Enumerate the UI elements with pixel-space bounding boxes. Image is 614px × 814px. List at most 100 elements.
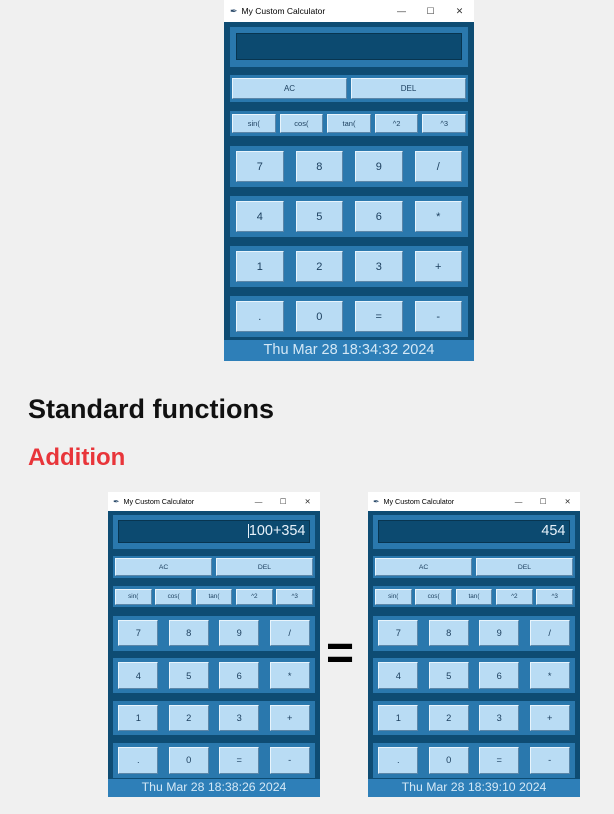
key-button[interactable]: tan( [327,114,371,133]
key-button[interactable]: = [479,747,520,774]
del-button[interactable]: DEL [475,558,574,576]
key-button[interactable]: 5 [428,662,469,689]
key-button[interactable]: + [414,251,462,282]
key-button[interactable]: cos( [155,588,193,605]
key-button[interactable]: * [414,201,462,232]
key-button[interactable]: + [529,704,570,732]
key-button[interactable]: / [529,620,570,647]
maximize-button[interactable]: ☐ [279,496,287,506]
section-heading: Standard functions [28,394,275,424]
button-row-panel: sin(cos(tan(^2^3 [113,586,315,608]
display-value: 454 [541,522,566,539]
close-button[interactable]: ✕ [564,496,571,506]
display-value: 100+354 [248,522,306,539]
key-button[interactable]: * [529,662,570,689]
maximize-button[interactable]: ☐ [426,5,435,16]
key-button[interactable]: / [414,151,462,182]
key-button[interactable]: 4 [378,662,419,689]
key-button[interactable]: 8 [295,151,343,182]
key-button[interactable]: 3 [479,704,520,732]
maximize-button[interactable]: ☐ [539,496,547,506]
key-button[interactable]: - [529,747,570,774]
key-button[interactable]: - [414,301,462,332]
key-button[interactable]: 8 [428,620,469,647]
key-button[interactable]: / [269,620,310,647]
button-row-panel: . 0 =- [373,743,575,778]
key-button[interactable]: 0 [428,747,469,774]
date-time-label: Thu Mar 28 18:34:32 2024 [224,340,474,361]
key-button[interactable]: 6 [219,662,260,689]
key-button[interactable]: ^2 [374,114,419,133]
key-button[interactable]: 6 [479,662,520,689]
key-button[interactable]: = [355,301,403,332]
equals-sign: = [326,627,355,680]
key-button[interactable]: ^3 [276,588,314,605]
ac-button[interactable]: AC [374,558,473,576]
close-button[interactable]: ✕ [455,5,464,16]
minimize-button[interactable]: — [514,496,523,506]
key-button[interactable]: 3 [355,251,403,282]
key-button[interactable]: + [269,704,310,732]
close-button[interactable]: ✕ [304,496,311,506]
title-bar: ✒My Custom Calculator—☐✕ [108,492,320,511]
display-field[interactable]: 454 [378,519,570,543]
key-button[interactable]: 9 [355,151,403,182]
key-button[interactable]: sin( [232,114,276,133]
key-button[interactable]: * [269,662,310,689]
key-button[interactable]: ^2 [495,588,533,605]
display-field[interactable] [236,33,462,60]
key-button[interactable]: 9 [479,620,520,647]
ac-button[interactable]: AC [232,78,347,99]
key-button[interactable]: tan( [455,588,493,605]
key-button[interactable]: 4 [236,201,284,232]
key-button[interactable]: ^3 [422,114,466,133]
minimize-button[interactable]: — [397,6,406,16]
key-button[interactable]: - [269,747,310,774]
key-button[interactable]: 7 [118,620,159,647]
key-button[interactable]: 8 [168,620,209,647]
date-time-label: Thu Mar 28 18:39:10 2024 [368,779,580,797]
key-button[interactable]: 6 [355,201,403,232]
key-button[interactable]: 5 [295,201,343,232]
key-button[interactable]: 2 [168,704,209,732]
minimize-button[interactable]: — [254,496,263,506]
key-button[interactable]: 7 [236,151,284,182]
key-button[interactable]: 1 [118,704,159,732]
key-button[interactable]: . [378,747,419,774]
key-button[interactable]: 3 [219,704,260,732]
key-button[interactable]: = [219,747,260,774]
key-button[interactable]: 0 [295,301,343,332]
key-button[interactable]: 1 [378,704,419,732]
key-button[interactable]: 2 [428,704,469,732]
key-button[interactable]: 7 [378,620,419,647]
key-button[interactable]: 1 [236,251,284,282]
key-button[interactable]: ^2 [235,588,273,605]
key-button[interactable]: cos( [279,114,324,133]
key-button[interactable]: 4 [118,662,159,689]
window-title: My Custom Calculator [383,496,455,506]
key-button[interactable]: . [118,747,159,774]
key-button[interactable]: tan( [195,588,233,605]
del-button[interactable]: DEL [351,78,466,99]
key-button[interactable]: cos( [415,588,453,605]
section-subheading: Addition [28,444,126,471]
button-row-panel: sin(cos(tan(^2^3 [373,586,575,608]
key-button[interactable]: sin( [114,588,152,605]
key-button[interactable]: 9 [219,620,260,647]
key-button[interactable]: 0 [168,747,209,774]
ac-button[interactable]: AC [114,558,213,576]
key-button[interactable]: 2 [295,251,343,282]
display-field[interactable]: 100+354 [118,519,310,543]
del-button[interactable]: DEL [215,558,314,576]
key-button[interactable]: ^3 [536,588,574,605]
key-button[interactable]: 5 [168,662,209,689]
key-button[interactable]: sin( [374,588,412,605]
key-button[interactable]: . [236,301,284,332]
